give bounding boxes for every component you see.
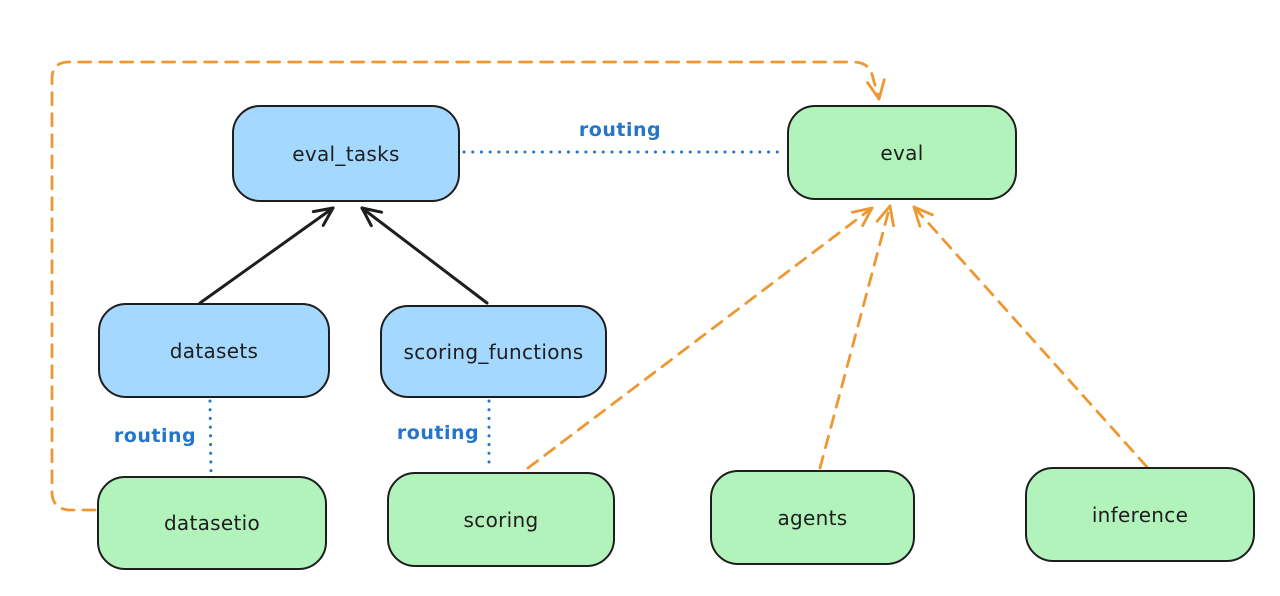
node-scoring-label: scoring: [463, 507, 539, 532]
node-datasetio-label: datasetio: [163, 511, 261, 535]
node-scoring: scoring: [387, 472, 615, 567]
node-agents: agents: [710, 470, 915, 565]
node-inference-label: inference: [1091, 502, 1189, 527]
node-datasets-label: datasets: [169, 338, 259, 363]
node-datasetio: datasetio: [97, 476, 327, 570]
edge-datasets-to-datasetio: [208, 399, 213, 475]
node-eval-tasks: eval_tasks: [232, 105, 460, 202]
node-eval-label: eval: [880, 140, 924, 165]
edge-datasets-to-eval-tasks: [198, 206, 335, 305]
node-scoring-functions: scoring_functions: [380, 305, 607, 398]
node-eval-tasks-label: eval_tasks: [292, 141, 400, 166]
node-agents-label: agents: [777, 505, 848, 530]
edge-scoring-to-eval: [526, 206, 874, 470]
edge-scoring-functions-to-eval-tasks: [360, 206, 489, 305]
routing-label-top: routing: [578, 119, 662, 141]
edge-inference-to-eval: [912, 205, 1149, 469]
node-eval: eval: [787, 105, 1017, 200]
edge-datasetio-to-eval: [50, 60, 886, 512]
routing-label-middle: routing: [396, 422, 480, 444]
node-scoring-functions-label: scoring_functions: [403, 339, 584, 364]
node-datasets: datasets: [98, 303, 330, 398]
edge-agents-to-eval: [818, 204, 895, 470]
routing-label-left: routing: [113, 425, 197, 447]
node-inference: inference: [1025, 467, 1255, 562]
